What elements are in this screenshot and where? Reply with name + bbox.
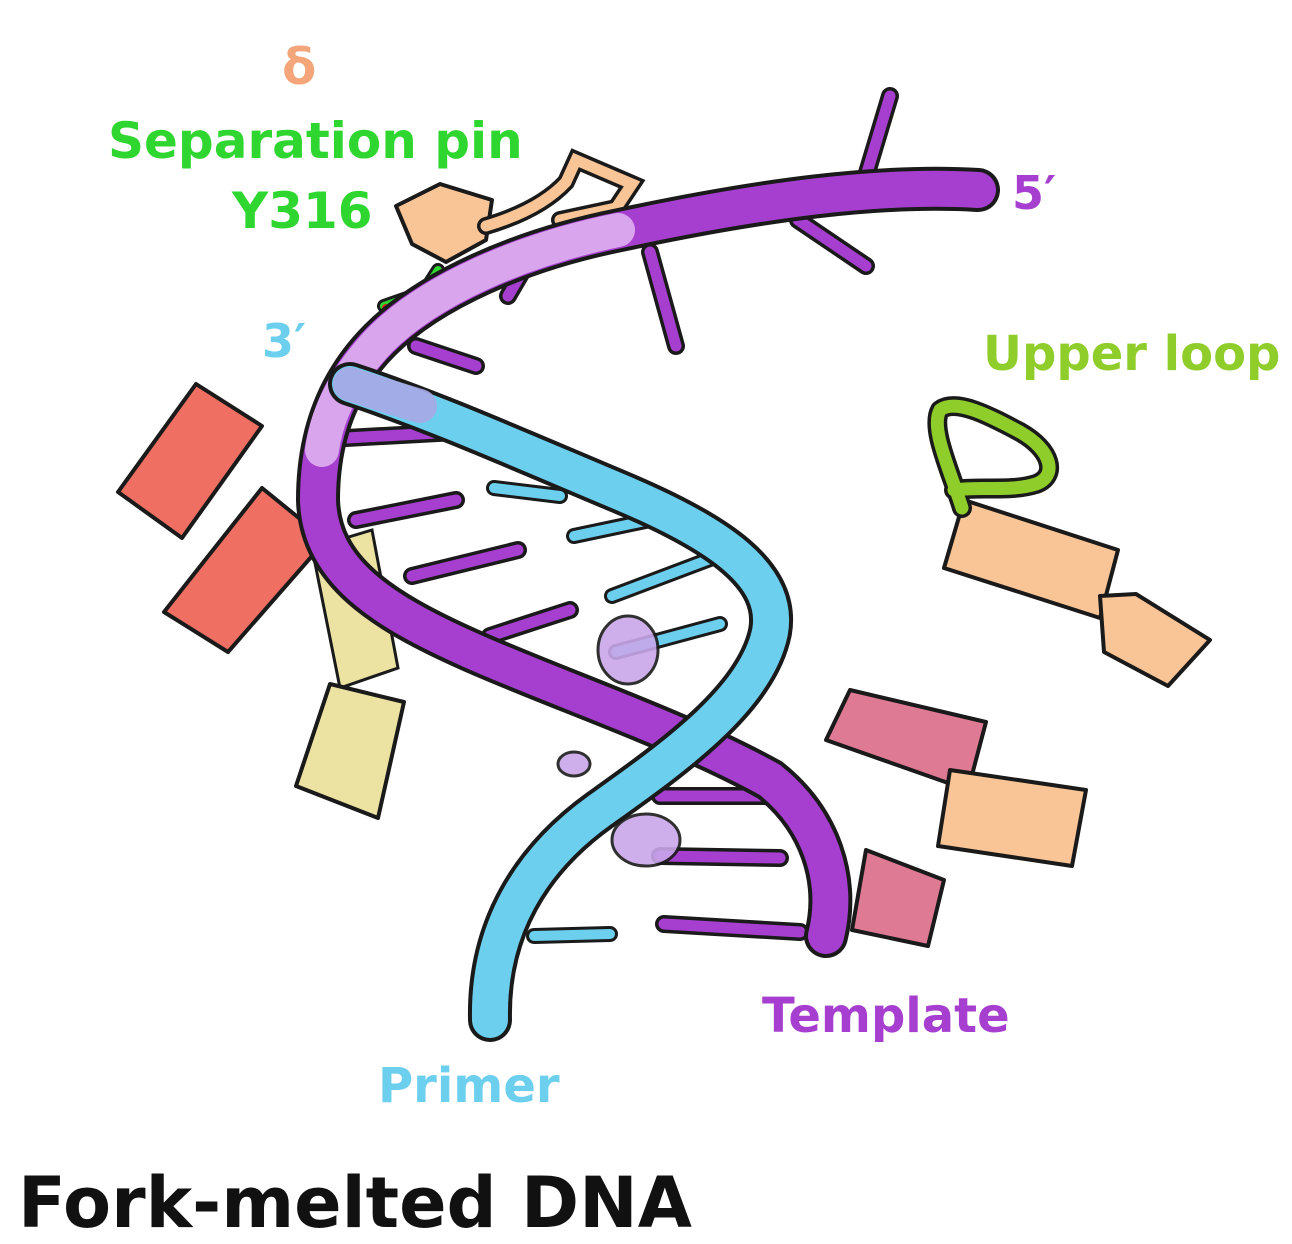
bottom-title-partial: Fork-melted DNA — [18, 1162, 692, 1244]
helix-peach-lower — [936, 768, 1088, 868]
helix-pink-lower — [850, 848, 946, 948]
helix-red-upper — [116, 382, 264, 540]
primer-strand — [328, 362, 794, 1042]
primer-label: Primer — [378, 1058, 560, 1114]
five-prime-label: 5′ — [1012, 166, 1057, 220]
delta-subunit — [394, 148, 646, 264]
structure-illustration — [116, 87, 1212, 1042]
lavender-blobs — [556, 614, 682, 868]
separation-pin-label: Separation pin — [108, 112, 523, 170]
helix-peach-right — [942, 498, 1212, 688]
helix-pink-upper — [824, 688, 988, 792]
template-strand — [295, 166, 1000, 958]
three-prime-label: 3′ — [262, 314, 307, 368]
y316-label: Y316 — [232, 182, 373, 240]
figure-stage: δ Separation pin Y316 3′ 5′ Upper loop T… — [18, 38, 1281, 1238]
upper-loop — [927, 396, 1059, 518]
template-label: Template — [762, 988, 1010, 1044]
upper-loop-label: Upper loop — [983, 326, 1281, 382]
delta-label: δ — [282, 38, 317, 96]
